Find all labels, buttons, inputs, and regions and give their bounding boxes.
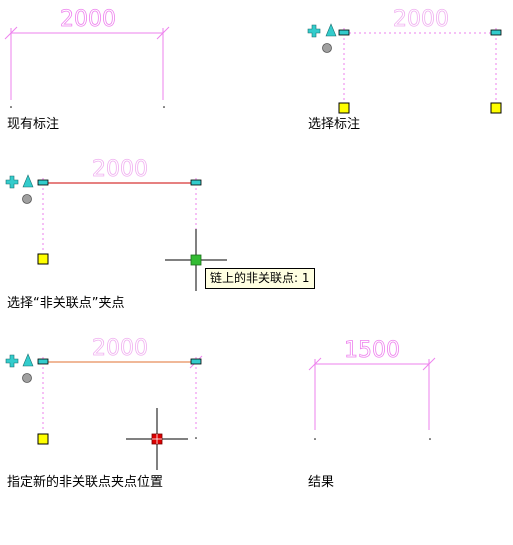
dim-tick-left (4, 26, 18, 40)
panel-existing: 2000 (4, 7, 170, 108)
triangle-grip-icon[interactable] (22, 353, 34, 367)
origin-point-right (163, 106, 165, 108)
panel-specify: 2000 (5, 336, 203, 470)
dim-line-grip-right[interactable] (190, 358, 202, 365)
origin-grip-left[interactable] (37, 253, 49, 265)
grip-tooltip: 链上的非关联点: 1 (205, 268, 315, 289)
dim-value: 2000 (393, 7, 449, 32)
circle-grip-icon[interactable] (22, 194, 32, 204)
origin-point-left (314, 438, 316, 440)
dim-value: 2000 (92, 336, 148, 361)
hot-grip-icon[interactable] (151, 433, 163, 445)
dim-tick-right (156, 26, 170, 40)
dim-tick-right (422, 357, 436, 371)
dim-tick-left (308, 357, 322, 371)
dim-value: 2000 (60, 7, 116, 32)
origin-point-left (10, 106, 12, 108)
origin-grip-left[interactable] (338, 102, 350, 114)
panel-select-grip: 2000 (5, 157, 227, 291)
triangle-grip-icon[interactable] (325, 23, 337, 37)
panel-select: 2000 (307, 7, 502, 114)
caption-result: 结果 (308, 475, 335, 490)
dim-value: 2000 (92, 157, 148, 182)
dim-line-grip-left[interactable] (338, 29, 350, 36)
plus-icon[interactable] (5, 175, 19, 189)
non-associative-grip[interactable] (190, 254, 202, 266)
dim-line-grip-right[interactable] (190, 179, 202, 186)
caption-existing: 现有标注 (7, 117, 60, 132)
panel-result: 1500 (308, 338, 436, 440)
origin-point-right (429, 438, 431, 440)
dim-line-grip-left[interactable] (37, 179, 49, 186)
caption-select-grip: 选择“非关联点”夹点 (7, 296, 125, 311)
dim-line-grip-right[interactable] (490, 29, 502, 36)
origin-grip-right[interactable] (490, 102, 502, 114)
plus-icon[interactable] (307, 24, 321, 38)
origin-point-right (195, 437, 197, 439)
origin-grip-left[interactable] (37, 433, 49, 445)
caption-specify: 指定新的非关联点夹点位置 (7, 475, 164, 490)
dim-line-grip-left[interactable] (37, 358, 49, 365)
circle-grip-icon[interactable] (22, 373, 32, 383)
caption-select: 选择标注 (308, 117, 361, 132)
circle-grip-icon[interactable] (322, 43, 332, 53)
plus-icon[interactable] (5, 354, 19, 368)
triangle-grip-icon[interactable] (22, 174, 34, 188)
dim-value: 1500 (344, 338, 400, 363)
